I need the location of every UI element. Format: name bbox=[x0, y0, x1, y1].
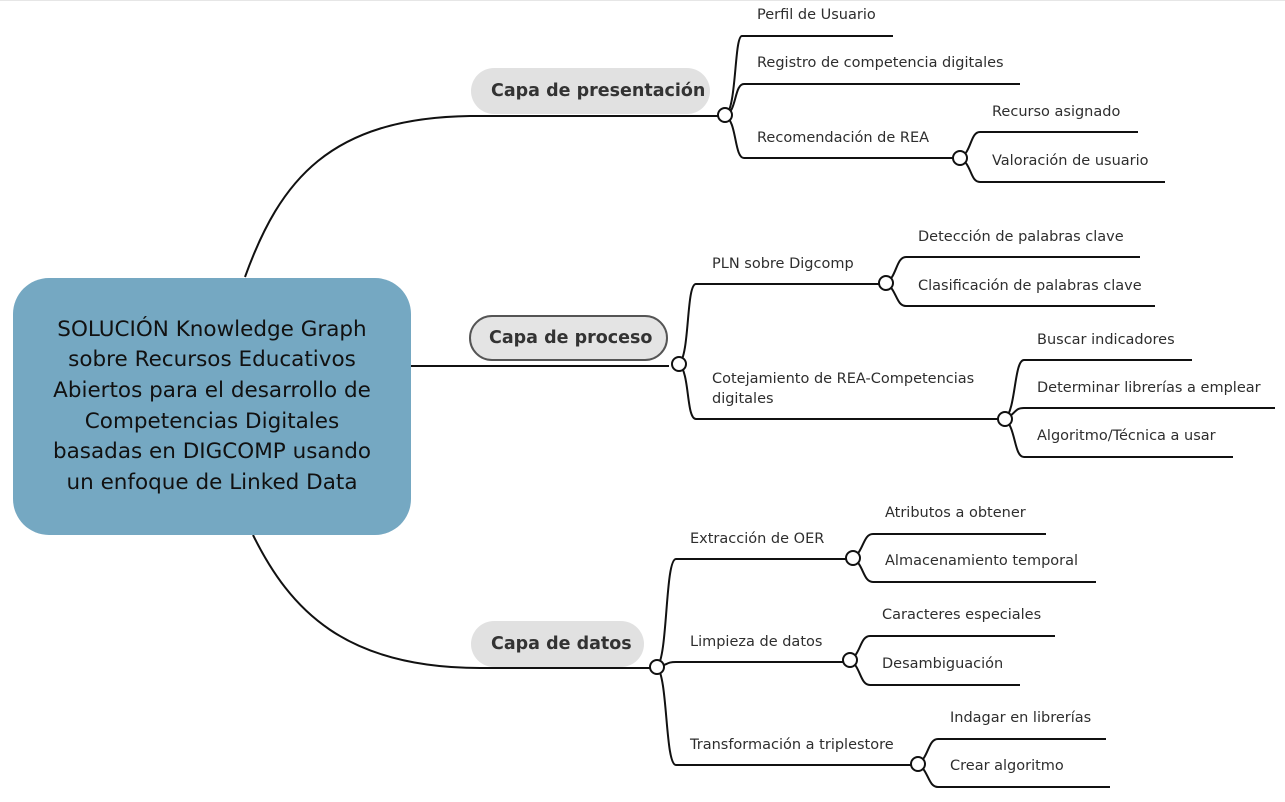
collapse-knob[interactable] bbox=[952, 150, 968, 166]
topic-label: Capa de presentación bbox=[491, 81, 706, 101]
topic-capa-datos[interactable]: Capa de datos bbox=[471, 621, 644, 667]
subtopic-clasificacion-palabras[interactable]: Clasificación de palabras clave bbox=[918, 278, 1142, 294]
subtopic-transformacion-triplestore[interactable]: Transformación a triplestore bbox=[690, 737, 894, 753]
subtopic-recomendacion-rea[interactable]: Recomendación de REA bbox=[757, 130, 930, 146]
collapse-knob[interactable] bbox=[845, 550, 861, 566]
subtopic-registro-competencia[interactable]: Registro de competencia digitales bbox=[757, 55, 1004, 71]
subtopic-determinar-librerias[interactable]: Determinar librerías a emplear bbox=[1037, 380, 1261, 396]
subtopic-desambiguacion[interactable]: Desambiguación bbox=[882, 656, 1004, 672]
topic-label: Capa de datos bbox=[491, 634, 632, 654]
collapse-knob[interactable] bbox=[649, 659, 665, 675]
collapse-knob[interactable] bbox=[997, 411, 1013, 427]
topic-capa-proceso[interactable]: Capa de proceso bbox=[469, 315, 668, 361]
topic-capa-presentacion[interactable]: Capa de presentación bbox=[471, 68, 710, 114]
subtopic-limpieza-datos[interactable]: Limpieza de datos bbox=[690, 634, 823, 650]
subtopic-algoritmo-tecnica[interactable]: Algoritmo/Técnica a usar bbox=[1037, 428, 1216, 444]
subtopic-buscar-indicadores[interactable]: Buscar indicadores bbox=[1037, 332, 1175, 348]
collapse-knob[interactable] bbox=[671, 356, 687, 372]
subtopic-cotejamiento[interactable]: Cotejamiento de REA-Competencias digital… bbox=[712, 371, 975, 407]
subtopic-caracteres-especiales[interactable]: Caracteres especiales bbox=[882, 607, 1042, 623]
subtopic-valoracion-usuario[interactable]: Valoración de usuario bbox=[992, 153, 1149, 169]
collapse-knob[interactable] bbox=[910, 756, 926, 772]
subtopic-extraccion-oer[interactable]: Extracción de OER bbox=[690, 531, 825, 547]
subtopic-atributos-obtener[interactable]: Atributos a obtener bbox=[885, 505, 1026, 521]
subtopic-pln-digcomp[interactable]: PLN sobre Digcomp bbox=[712, 256, 854, 272]
root-topic[interactable]: SOLUCIÓN Knowledge Graph sobre Recursos … bbox=[13, 278, 411, 535]
collapse-knob[interactable] bbox=[842, 652, 858, 668]
subtopic-almacenamiento-temporal[interactable]: Almacenamiento temporal bbox=[885, 553, 1079, 569]
subtopic-recurso-asignado[interactable]: Recurso asignado bbox=[992, 104, 1121, 120]
subtopic-perfil-usuario[interactable]: Perfil de Usuario bbox=[757, 7, 876, 23]
root-topic-label: SOLUCIÓN Knowledge Graph sobre Recursos … bbox=[52, 316, 372, 495]
collapse-knob[interactable] bbox=[878, 275, 894, 291]
top-border bbox=[0, 0, 1285, 1]
collapse-knob[interactable] bbox=[717, 107, 733, 123]
subtopic-deteccion-palabras[interactable]: Detección de palabras clave bbox=[918, 229, 1124, 245]
subtopic-indagar-librerias[interactable]: Indagar en librerías bbox=[950, 710, 1092, 726]
subtopic-crear-algoritmo[interactable]: Crear algoritmo bbox=[950, 758, 1064, 774]
topic-label: Capa de proceso bbox=[489, 328, 653, 348]
